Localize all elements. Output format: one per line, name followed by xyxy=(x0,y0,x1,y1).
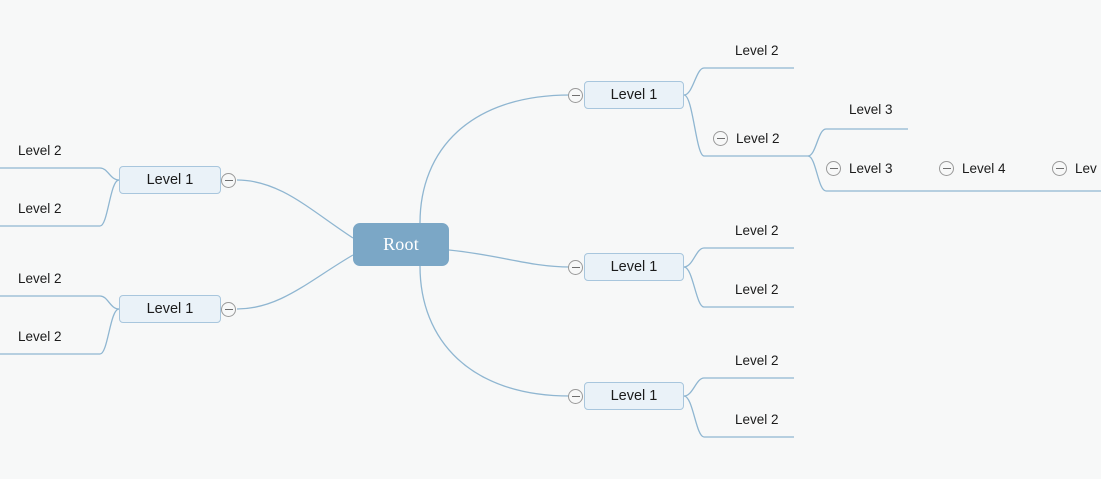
root-node[interactable]: Root xyxy=(353,223,449,266)
collapse-toggle-icon-right-bottom-level1[interactable] xyxy=(568,389,583,404)
node-right-middle-child-1-label: Level 2 xyxy=(735,223,779,239)
node-right-top-grandchild-1-label: Level 3 xyxy=(849,102,893,118)
node-right-bottom-level1[interactable]: Level 1 xyxy=(584,382,684,410)
collapse-toggle-icon-left-upper-level1[interactable] xyxy=(221,173,236,188)
node-right-top-child-2-label: Level 2 xyxy=(736,131,780,147)
node-right-top-child-2[interactable]: Level 2 xyxy=(736,128,780,150)
root-node-label: Root xyxy=(383,234,419,254)
node-right-middle-level1[interactable]: Level 1 xyxy=(584,253,684,281)
node-left-upper-child-2[interactable]: Level 2 xyxy=(18,198,62,220)
node-right-middle-level1-label: Level 1 xyxy=(610,258,658,275)
node-right-top-level4[interactable]: Level 4 xyxy=(962,158,1006,180)
node-right-bottom-child-1-label: Level 2 xyxy=(735,353,779,369)
node-right-top-level1[interactable]: Level 1 xyxy=(584,81,684,109)
collapse-toggle-icon-right-middle-level1[interactable] xyxy=(568,260,583,275)
collapse-toggle-icon-right-top-level5[interactable] xyxy=(1052,161,1067,176)
node-right-top-grandchild-1[interactable]: Level 3 xyxy=(849,99,893,121)
collapse-toggle-icon-right-top-level4[interactable] xyxy=(939,161,954,176)
node-right-top-grandchild-2[interactable]: Level 3 xyxy=(849,158,893,180)
node-right-bottom-level1-label: Level 1 xyxy=(610,387,658,404)
node-left-lower-level1-label: Level 1 xyxy=(146,300,194,317)
node-right-bottom-child-1[interactable]: Level 2 xyxy=(735,350,779,372)
node-left-lower-child-1-label: Level 2 xyxy=(18,271,62,287)
node-left-lower-child-2-label: Level 2 xyxy=(18,329,62,345)
node-left-lower-level1[interactable]: Level 1 xyxy=(119,295,221,323)
node-right-top-child-1-label: Level 2 xyxy=(735,43,779,59)
collapse-toggle-icon-left-lower-level1[interactable] xyxy=(221,302,236,317)
node-right-middle-child-2[interactable]: Level 2 xyxy=(735,279,779,301)
collapse-toggle-icon-right-top-level1[interactable] xyxy=(568,88,583,103)
node-right-top-level4-label: Level 4 xyxy=(962,161,1006,177)
node-right-top-grandchild-2-label: Level 3 xyxy=(849,161,893,177)
node-right-middle-child-1[interactable]: Level 2 xyxy=(735,220,779,242)
node-right-bottom-child-2-label: Level 2 xyxy=(735,412,779,428)
node-left-lower-child-1[interactable]: Level 2 xyxy=(18,268,62,290)
node-right-middle-child-2-label: Level 2 xyxy=(735,282,779,298)
node-right-bottom-child-2[interactable]: Level 2 xyxy=(735,409,779,431)
node-left-upper-child-1-label: Level 2 xyxy=(18,143,62,159)
collapse-toggle-icon-right-top-child-2[interactable] xyxy=(713,131,728,146)
node-right-top-level5[interactable]: Lev xyxy=(1075,158,1097,180)
node-left-upper-level1[interactable]: Level 1 xyxy=(119,166,221,194)
node-right-top-level1-label: Level 1 xyxy=(610,86,658,103)
node-left-upper-child-1[interactable]: Level 2 xyxy=(18,140,62,162)
node-left-lower-child-2[interactable]: Level 2 xyxy=(18,326,62,348)
node-right-top-level5-label: Lev xyxy=(1075,161,1097,177)
node-left-upper-child-2-label: Level 2 xyxy=(18,201,62,217)
node-right-top-child-1[interactable]: Level 2 xyxy=(735,40,779,62)
node-left-upper-level1-label: Level 1 xyxy=(146,171,194,188)
collapse-toggle-icon-right-top-grandchild-2[interactable] xyxy=(826,161,841,176)
